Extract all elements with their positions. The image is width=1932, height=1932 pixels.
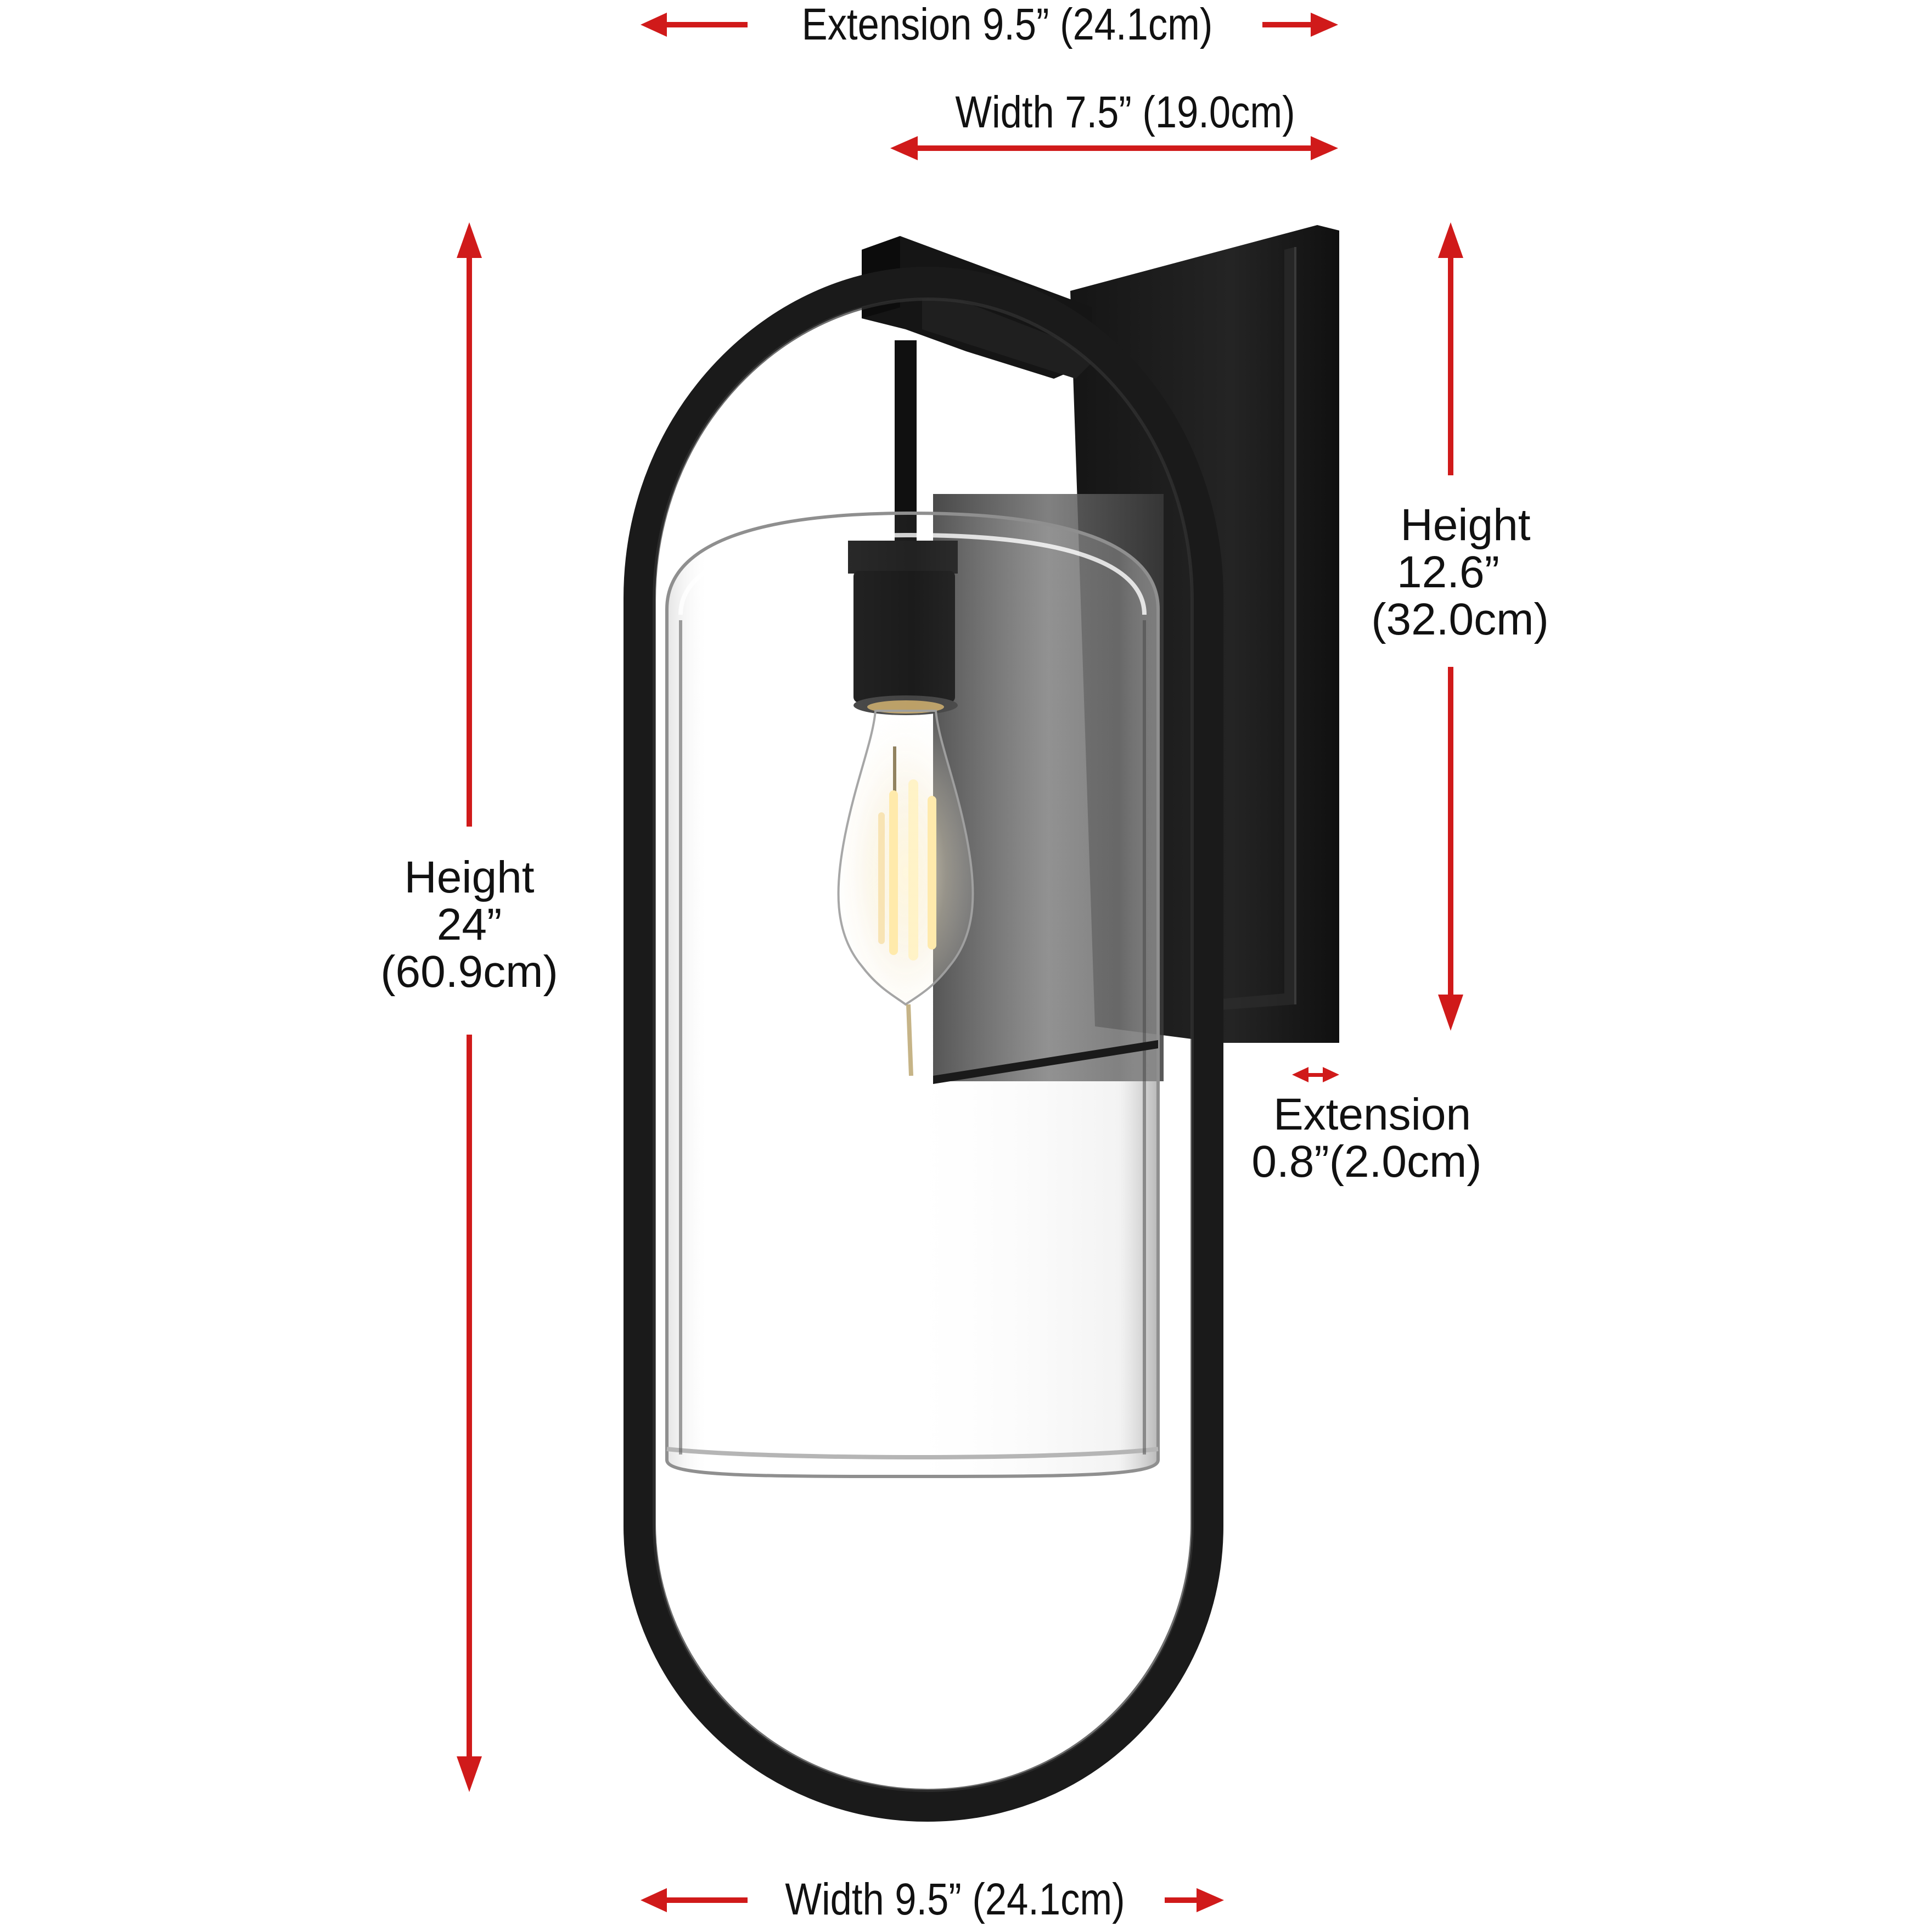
overall-height-inches: 24” (436, 900, 502, 950)
backplate-extension-title: Extension (1273, 1089, 1472, 1139)
label-backplate-width: Width 7.5” (19.0cm) (955, 87, 1295, 137)
arrow-overall-height (457, 222, 482, 1792)
dimension-arrows (457, 13, 1463, 1912)
backplate-height-title: Height (1400, 500, 1531, 550)
label-overall-height: Height 24” (60.9cm) (360, 854, 579, 996)
oval-ring-frame (624, 266, 1223, 1822)
backplate-height-cm: (32.0cm) (1371, 594, 1549, 644)
label-backplate-extension: Extension 0.8”(2.0cm) (1238, 1091, 1496, 1186)
backplate-extension-value: 0.8”(2.0cm) (1251, 1137, 1482, 1187)
backplate-height-inches: 12.6” (1397, 547, 1499, 597)
arrow-backplate-height (1438, 222, 1463, 1031)
arrow-overall-extension (641, 13, 1338, 37)
label-backplate-height: Height 12.6” (32.0cm) (1356, 502, 1564, 643)
arrow-backplate-extension (1292, 1067, 1339, 1082)
glass-shade (665, 511, 1160, 1478)
label-overall-extension: Extension 9.5” (24.1cm) (801, 0, 1213, 49)
overall-height-title: Height (404, 852, 535, 902)
arrow-backplate-width (890, 136, 1338, 160)
overall-height-cm: (60.9cm) (380, 947, 558, 997)
arrow-overall-width (641, 1888, 1224, 1912)
label-overall-width: Width 9.5” (24.1cm) (785, 1874, 1125, 1924)
